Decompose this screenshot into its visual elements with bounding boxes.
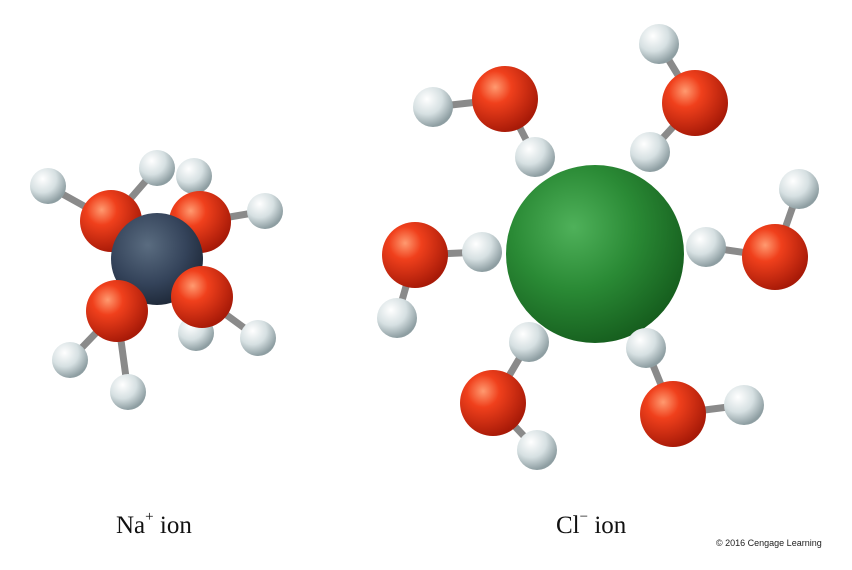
oxygen-atom [382, 222, 448, 288]
hydrogen-atom [639, 24, 679, 64]
sodium-label-suffix: ion [153, 512, 192, 539]
oxygen-atom [171, 266, 233, 328]
hydrogen-atom [462, 232, 502, 272]
chloride-ion-caption: Cl− ion [556, 510, 627, 539]
hydrogen-atom [630, 132, 670, 172]
hydrogen-atom [626, 328, 666, 368]
chloride-symbol: Cl [556, 512, 580, 539]
hydrogen-atom [515, 137, 555, 177]
oxygen-atom [640, 381, 706, 447]
hydrogen-atom [724, 385, 764, 425]
hydrogen-atom [139, 150, 175, 186]
hydrogen-atom [517, 430, 557, 470]
hydrogen-atom [377, 298, 417, 338]
oxygen-atom [472, 66, 538, 132]
hydrogen-atom [413, 87, 453, 127]
hydrogen-atom [110, 374, 146, 410]
hydrogen-atom [686, 227, 726, 267]
hydrogen-atom [779, 169, 819, 209]
oxygen-atom [460, 370, 526, 436]
copyright-credit: © 2016 Cengage Learning [716, 538, 822, 548]
hydrogen-atom [509, 322, 549, 362]
sodium-symbol: Na [116, 512, 146, 539]
hydrogen-atom [240, 320, 276, 356]
hydrogen-atom [30, 168, 66, 204]
oxygen-atom [742, 224, 808, 290]
hydrogen-atom [176, 158, 212, 194]
sodium-ion-caption: Na+ ion [116, 510, 192, 539]
hydrogen-atom [52, 342, 88, 378]
hydrogen-atom [247, 193, 283, 229]
chloride-label-suffix: ion [588, 512, 627, 539]
chloride-ion [506, 165, 684, 343]
atoms-layer [30, 24, 819, 470]
oxygen-atom [662, 70, 728, 136]
oxygen-atom [86, 280, 148, 342]
sodium-charge: + [145, 509, 154, 525]
chloride-charge: − [579, 509, 589, 525]
